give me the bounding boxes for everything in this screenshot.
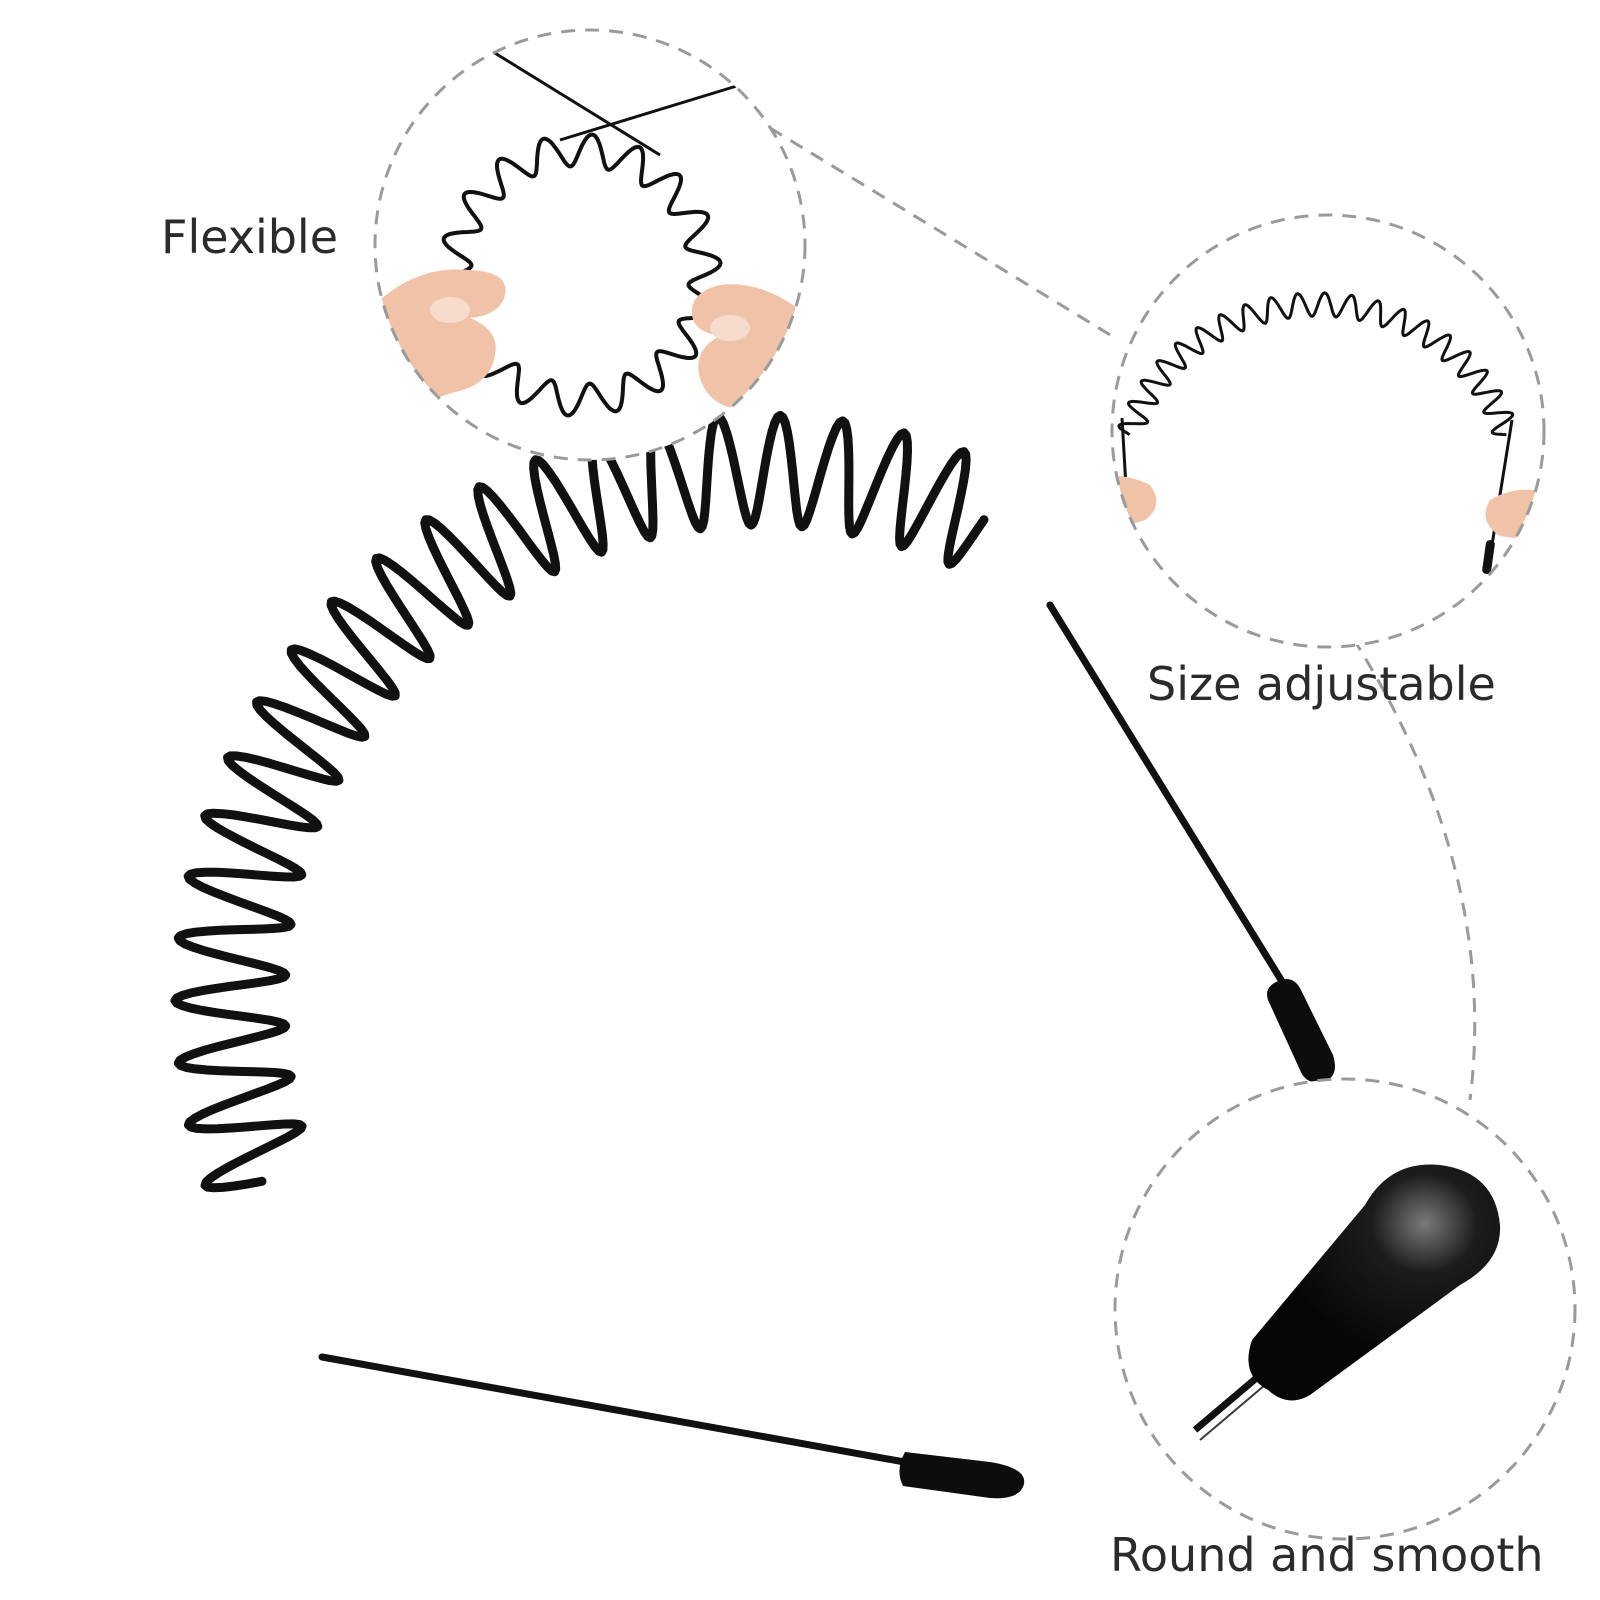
headband-right-tip xyxy=(1267,979,1335,1083)
rubber-tip-closeup xyxy=(1248,1164,1501,1401)
connector-lines xyxy=(769,126,1477,1101)
connector-flexible-to-size xyxy=(769,126,1113,338)
headband-right-arm xyxy=(1046,601,1287,987)
connector-size-to-tip xyxy=(1338,617,1477,1101)
round-and-smooth-detail-circle xyxy=(1113,1077,1577,1541)
round-and-smooth-label: Round and smooth xyxy=(1110,1528,1544,1582)
headband-left-tip xyxy=(899,1452,1025,1499)
headband-product-image xyxy=(170,410,1335,1499)
size-adjustable-detail-circle xyxy=(1110,213,1546,649)
flexible-label: Flexible xyxy=(161,210,339,264)
left-hand xyxy=(380,269,506,460)
flexible-detail-circle xyxy=(373,28,807,462)
headband-wire xyxy=(170,410,989,1193)
size-adjustable-label: Size adjustable xyxy=(1147,657,1496,711)
left-fingers xyxy=(1112,476,1157,525)
headband-left-arm xyxy=(318,1353,914,1467)
